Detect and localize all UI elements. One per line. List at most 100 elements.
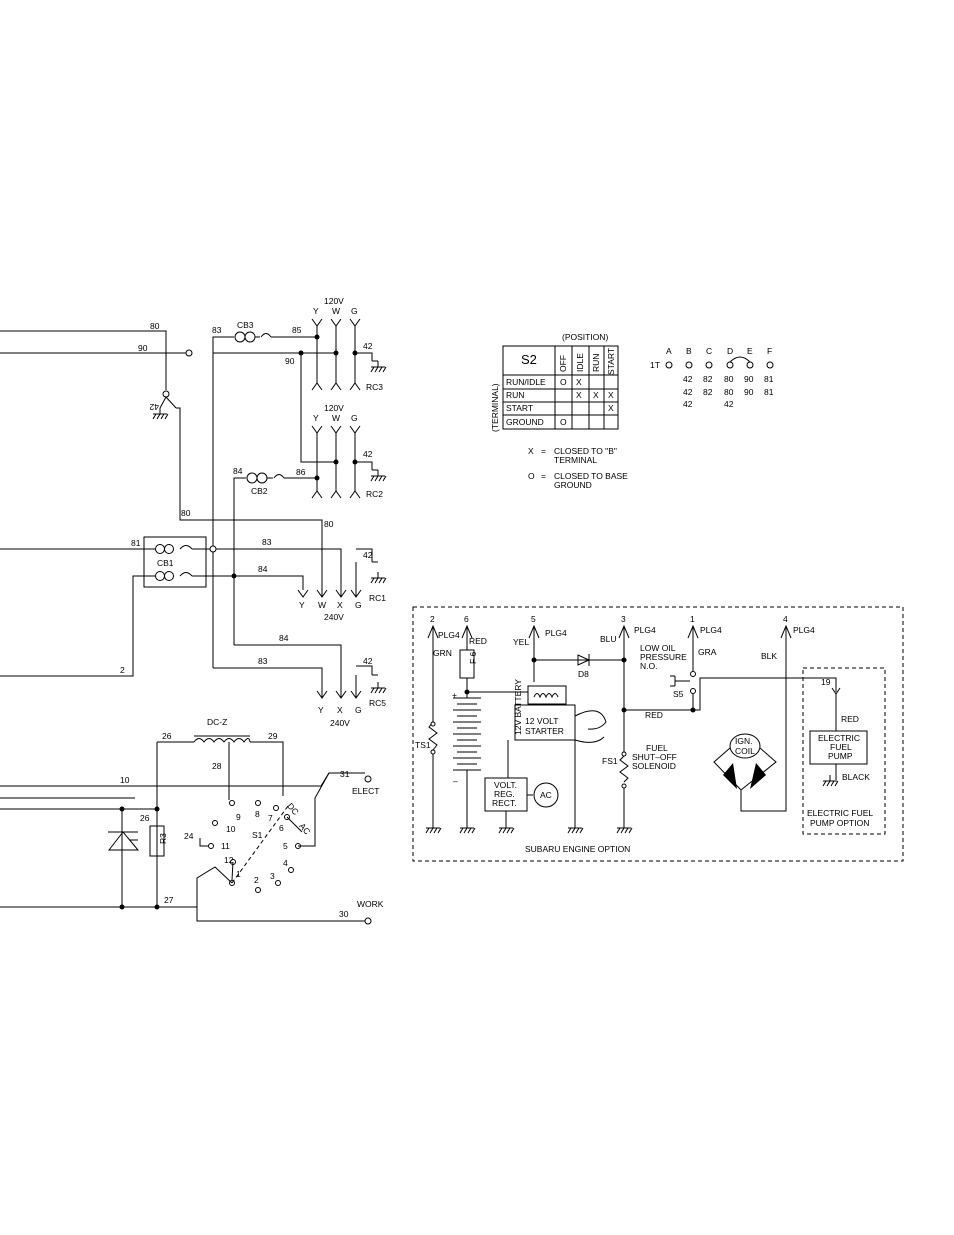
rc3-pin-g: G xyxy=(351,306,358,316)
breaker-cb1 xyxy=(143,536,207,588)
switch-s1-circuit: DC-Z 26 29 28 10 31 ELECT R3 26 27 30 WO… xyxy=(0,717,384,925)
rc1-pin-y: Y xyxy=(299,600,305,610)
tb-r2: 42 xyxy=(683,387,693,397)
rc5-label: RC5 xyxy=(369,698,386,708)
rc3-label: RC3 xyxy=(366,382,383,392)
ts1-label: TS1 xyxy=(415,740,431,750)
resistor-r3 xyxy=(149,825,165,857)
s5-label: S5 xyxy=(673,689,684,699)
coil-line2: COIL xyxy=(735,746,755,756)
pin-6: 6 xyxy=(464,614,469,624)
diode-label: D8 xyxy=(578,669,589,679)
tb-r3: 42 xyxy=(683,399,693,409)
terminal-90 xyxy=(185,349,193,357)
rc3-wire-42: 42 xyxy=(363,341,373,351)
receptacle-circuit: 80 90 42 80 80 83 CB3 85 120V Y W G xyxy=(0,296,387,728)
pump-line2: FUEL xyxy=(830,742,852,752)
subaru-title: SUBARU ENGINE OPTION xyxy=(525,844,630,854)
reg-line3: RECT. xyxy=(492,798,517,808)
subaru-engine-option: SUBARU ENGINE OPTION 2 6 5 3 1 4 PLG4 PL… xyxy=(412,606,904,862)
fuel-pump-option-box xyxy=(802,667,886,835)
s2-row-ground: GROUND xyxy=(506,417,544,427)
pin-3: 3 xyxy=(621,614,626,624)
pump-line3: PUMP xyxy=(828,751,853,761)
rc3-pin-y: Y xyxy=(313,306,319,316)
s1-label: S1 xyxy=(252,830,263,840)
s2-row-start: START xyxy=(506,403,533,413)
wire-label-80: 80 xyxy=(150,321,160,331)
rc2-label: RC2 xyxy=(366,489,383,499)
rc2-pin-g: G xyxy=(351,413,358,423)
wire-label-84c: 84 xyxy=(279,633,289,643)
tb-name: 1T xyxy=(650,360,660,370)
pump-option-line1: ELECTRIC FUEL xyxy=(807,808,873,818)
wire-red2: RED xyxy=(645,710,663,720)
wire-label-29: 29 xyxy=(268,731,278,741)
dcz-label: DC-Z xyxy=(207,717,227,727)
tb-r1: 90 xyxy=(744,374,754,384)
tb-r1: 42 xyxy=(683,374,693,384)
wire-grn: GRN xyxy=(433,648,452,658)
oil-line1: LOW OIL xyxy=(640,643,676,653)
oil-line2: PRESSURE xyxy=(640,652,687,662)
rc5-wire-42: 42 xyxy=(363,656,373,666)
breaker-label-cb3: CB3 xyxy=(237,320,254,330)
wire-label-26: 26 xyxy=(162,731,172,741)
terminal-block-1t: A B C D E F 1T 42 82 80 90 81 42 82 80 9… xyxy=(650,346,774,409)
starter-line2: STARTER xyxy=(525,726,564,736)
s2-cell: X xyxy=(593,390,599,400)
coil-line1: IGN. xyxy=(735,736,752,746)
ac-label: AC xyxy=(540,790,552,800)
rc1-label: RC1 xyxy=(369,593,386,603)
wire-label-80c: 80 xyxy=(324,519,334,529)
s1-pos-7: 7 xyxy=(268,813,273,823)
r3-label: R3 xyxy=(158,833,168,844)
fuel-line2: SHUT–OFF xyxy=(632,752,677,762)
s2-col-off: OFF xyxy=(558,355,568,372)
oil-line3: N.O. xyxy=(640,661,657,671)
s1-pos-3: 3 xyxy=(270,871,275,881)
tb-r2: 81 xyxy=(764,387,774,397)
wire-label-83: 83 xyxy=(212,325,222,335)
tb-letter-f: F xyxy=(767,346,772,356)
plug-label: PLG4 xyxy=(793,625,815,635)
s2-cell: X xyxy=(576,377,582,387)
breaker-cb3 xyxy=(234,331,317,343)
s1-pos-5: 5 xyxy=(283,841,288,851)
legend-o-line2: GROUND xyxy=(554,480,592,490)
pin-4: 4 xyxy=(783,614,788,624)
wire-red: RED xyxy=(469,636,487,646)
wire-label-84b: 84 xyxy=(258,564,268,574)
s1-pos-6: 6 xyxy=(279,823,284,833)
plug-label: PLG4 xyxy=(700,625,722,635)
tb-r1: 80 xyxy=(724,374,734,384)
rc2-pin-y: Y xyxy=(313,413,319,423)
tb-letter-d: D xyxy=(727,346,733,356)
s1-pos-2: 2 xyxy=(254,875,259,885)
breaker-label-cb1: CB1 xyxy=(157,558,174,568)
pump-black: BLACK xyxy=(842,772,870,782)
tb-letter-b: B xyxy=(686,346,692,356)
rc3-voltage: 120V xyxy=(324,296,344,306)
plug-label: PLG4 xyxy=(545,628,567,638)
s1-pos-11: 11 xyxy=(221,841,230,851)
tb-letter-c: C xyxy=(706,346,712,356)
s1-pos-9: 9 xyxy=(236,812,241,822)
pump-option-line2: PUMP OPTION xyxy=(810,818,869,828)
rc1-pin-w: W xyxy=(318,600,326,610)
starter-line1: 12 VOLT xyxy=(525,716,558,726)
s2-col-run: RUN xyxy=(591,354,601,372)
plug-label: PLG4 xyxy=(438,630,460,640)
fuel-line1: FUEL xyxy=(646,743,668,753)
terminal-42 xyxy=(162,390,170,398)
wire-gra: GRA xyxy=(698,647,717,657)
s2-position-label: (POSITION) xyxy=(562,332,608,342)
pin-5: 5 xyxy=(531,614,536,624)
rc5-pin-y: Y xyxy=(318,705,324,715)
wire-label-85: 85 xyxy=(292,325,302,335)
rc2-wire-42: 42 xyxy=(363,449,373,459)
legend-o-eq: = xyxy=(541,471,546,481)
s2-cell: O xyxy=(560,377,567,387)
s2-title: S2 xyxy=(521,352,537,367)
breaker-label-cb2: CB2 xyxy=(251,486,268,496)
